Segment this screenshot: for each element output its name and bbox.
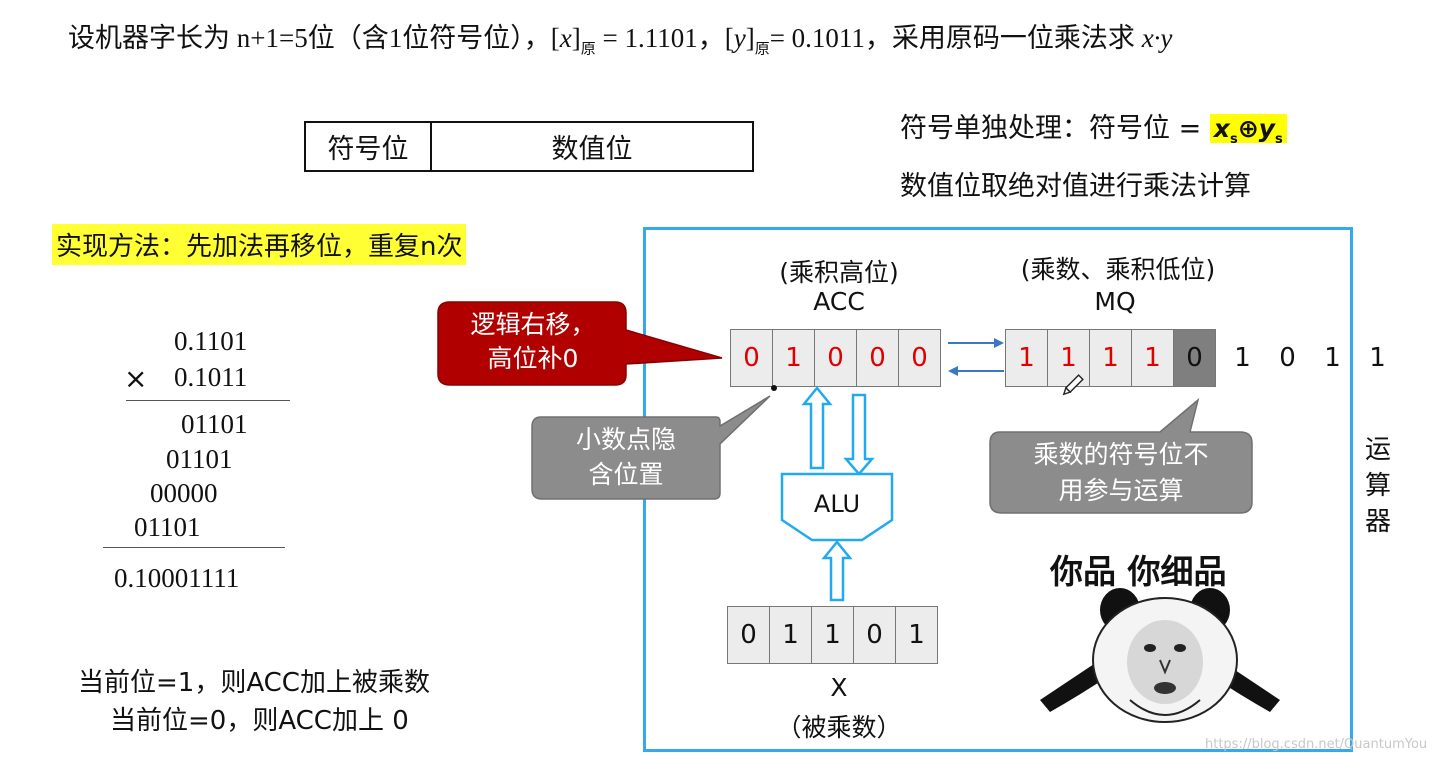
sub-yuan: 原 (754, 41, 770, 58)
sign-formula: xs⊕ys (1209, 114, 1287, 147)
mq-bit: 1 (1131, 329, 1174, 387)
mq-bit: 1 (1005, 329, 1048, 387)
acc-bit: 0 (856, 329, 899, 387)
value-bits-cell: 数值位 (551, 134, 633, 164)
y-var: y (733, 23, 746, 53)
sign-callout-line: 乘数的符号位不 (1033, 440, 1209, 469)
shift-callout-line: 高位补0 (487, 344, 579, 373)
acc-to-mq-arrow (948, 338, 1004, 348)
times-sign: × (124, 362, 148, 395)
alu-label: ALU (813, 490, 861, 518)
shift-callout-bubble (437, 301, 723, 386)
title-text: 设机器字长为 n+1=5位（含1位符号位）， (68, 23, 551, 53)
sign-callout-bubble (989, 397, 1253, 514)
method-highlight: 实现方法：先加法再移位，重复n次 (52, 224, 467, 265)
shifted-bit: 1 (1234, 343, 1251, 373)
sign-note: 符号单独处理：符号位 = xs⊕ys (900, 106, 1287, 147)
shift-callout-line: 逻辑右移， (470, 310, 596, 339)
x-to-alu-arrow (821, 540, 853, 602)
acc-to-alu-arrow (843, 393, 875, 476)
mq-sign-bit: 0 (1173, 329, 1216, 387)
sub-yuan: 原 (580, 41, 596, 58)
pencil-icon (1062, 374, 1084, 396)
partial-product: 01101 (166, 444, 233, 474)
x-value: = 1.1101， (595, 23, 725, 53)
point-callout-bubble (531, 395, 771, 500)
side-label-char: 器 (1364, 507, 1391, 537)
format-table: 符号位 数值位 (304, 121, 754, 172)
y-value: = 0.1011，采用原码一位乘法求 (769, 23, 1142, 53)
acc-bit: 1 (772, 329, 815, 387)
watermark: https://blog.csdn.net/QuantumYou (1205, 737, 1428, 752)
partial-product: 01101 (181, 409, 248, 439)
sign-callout: 乘数的符号位不 用参与运算 (992, 437, 1250, 509)
alu-to-acc-arrow (801, 386, 833, 470)
shifted-bit: 1 (1324, 343, 1341, 373)
point-callout-line: 小数点隐 (575, 425, 676, 454)
x-var: x (559, 23, 572, 53)
point-callout: 小数点隐 含位置 (534, 422, 718, 492)
x-bit: 1 (811, 606, 854, 664)
calc-multiplier: 0.1011 (174, 362, 248, 392)
calc-result: 0.10001111 (114, 563, 240, 593)
mq-label: MQ (1094, 287, 1136, 316)
mq-to-acc-arrow (948, 366, 1004, 376)
shifted-bit: 1 (1369, 343, 1386, 373)
alu-shape (780, 472, 894, 542)
x-label: X (830, 673, 848, 702)
shifted-bit: 0 (1279, 343, 1296, 373)
shift-callout: 逻辑右移， 高位补0 (442, 308, 624, 376)
x-register: 0 1 1 0 1 (727, 606, 938, 664)
point-callout-line: 含位置 (588, 460, 664, 489)
side-label-char: 算 (1364, 471, 1391, 501)
sign-note-text: 符号单独处理：符号位 = (900, 113, 1210, 144)
calc-rule-1 (126, 400, 290, 401)
xy-product: x·y (1141, 23, 1173, 53)
sign-bit-cell: 符号位 (306, 123, 432, 170)
partial-product: 01101 (134, 512, 201, 542)
page-title: 设机器字长为 n+1=5位（含1位符号位），[x]原 = 1.1101，[y]原… (68, 23, 1173, 58)
x-bit: 0 (853, 606, 896, 664)
acc-sublabel: (乘积高位) (779, 258, 899, 287)
calc-multiplicand: 0.1101 (174, 326, 248, 356)
mq-register: 1 1 1 1 0 (1005, 329, 1216, 387)
abs-note: 数值位取绝对值进行乘法计算 (900, 171, 1251, 202)
acc-label: ACC (813, 287, 865, 316)
partial-product: 00000 (150, 478, 218, 508)
rule-one: 当前位=1，则ACC加上被乘数 (78, 668, 430, 698)
side-label-char: 运 (1364, 435, 1391, 465)
meme-caption: 你品 你细品 (1050, 552, 1227, 591)
x-bit: 1 (895, 606, 938, 664)
acc-register: 0 1 0 0 0 (730, 329, 941, 387)
decimal-point-dot (771, 385, 777, 391)
acc-bit: 0 (898, 329, 941, 387)
mq-bit: 1 (1047, 329, 1090, 387)
x-sublabel: （被乘数） (776, 715, 902, 742)
panda-meme-face (1040, 588, 1280, 723)
rule-zero: 当前位=0，则ACC加上 0 (110, 706, 409, 736)
acc-bit: 0 (814, 329, 857, 387)
calc-rule-2 (103, 547, 285, 548)
mq-sublabel: (乘数、乘积低位) (1020, 255, 1216, 284)
sign-callout-line: 用参与运算 (1058, 476, 1184, 505)
shifted-out-bits: 1 0 1 1 (1220, 343, 1400, 373)
arithmetic-unit-label: 运 算 器 (1363, 432, 1393, 540)
